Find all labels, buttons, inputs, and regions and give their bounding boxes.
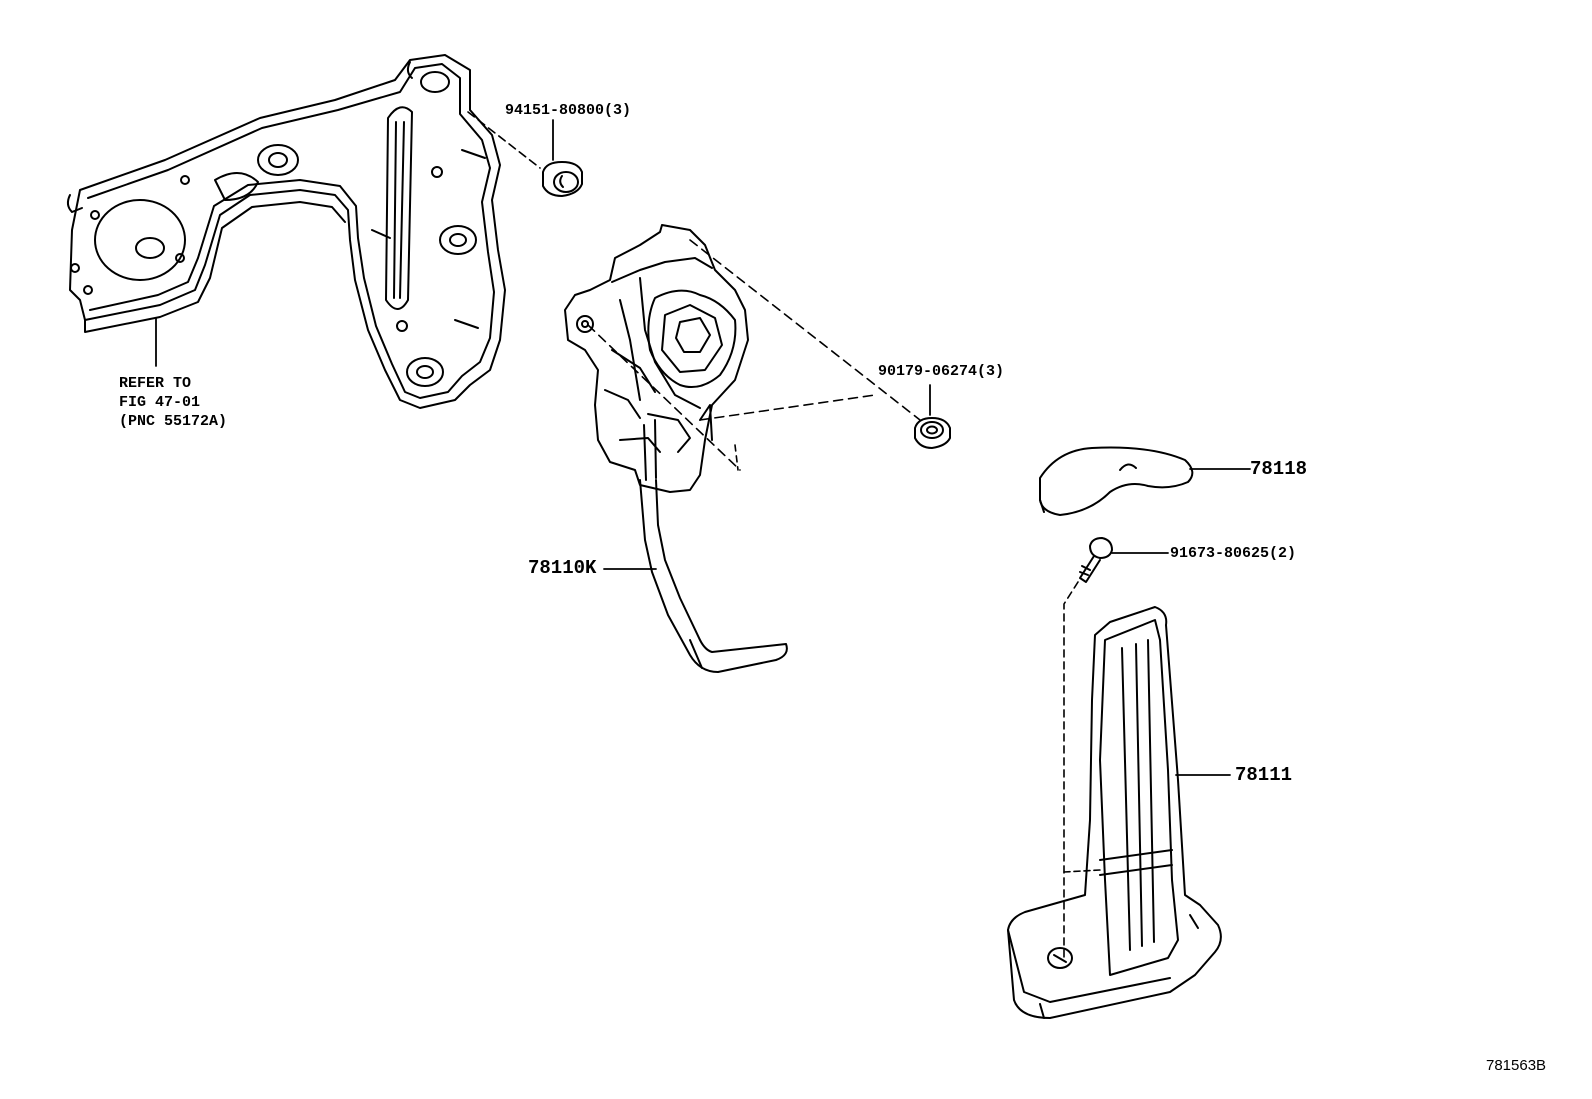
accelerator-pedal-assembly-part bbox=[564, 224, 788, 673]
nut-90179-part bbox=[914, 417, 951, 449]
pedal-pad-78118-part bbox=[1039, 446, 1194, 516]
refer-note-line2: FIG 47-01 bbox=[119, 394, 201, 411]
part-number-78118: 78118 bbox=[1250, 458, 1308, 480]
pedal-base-78111-part bbox=[1007, 606, 1222, 1019]
diagram-code: 781563B bbox=[1486, 1057, 1547, 1074]
part-number-78110K: 78110K bbox=[528, 557, 597, 579]
nut-94151-part bbox=[542, 161, 583, 197]
refer-note-line1: REFER TO bbox=[119, 375, 192, 392]
part-number-91673-80625: 91673-80625(2) bbox=[1170, 545, 1297, 562]
screw-91673-part bbox=[1079, 537, 1113, 583]
part-number-90179-06274: 90179-06274(3) bbox=[878, 363, 1005, 380]
dash-bracket-part bbox=[66, 54, 506, 409]
part-number-78111: 78111 bbox=[1235, 764, 1293, 786]
refer-note-line3: (PNC 55172A) bbox=[119, 413, 228, 430]
part-number-94151-80800: 94151-80800(3) bbox=[505, 102, 632, 119]
